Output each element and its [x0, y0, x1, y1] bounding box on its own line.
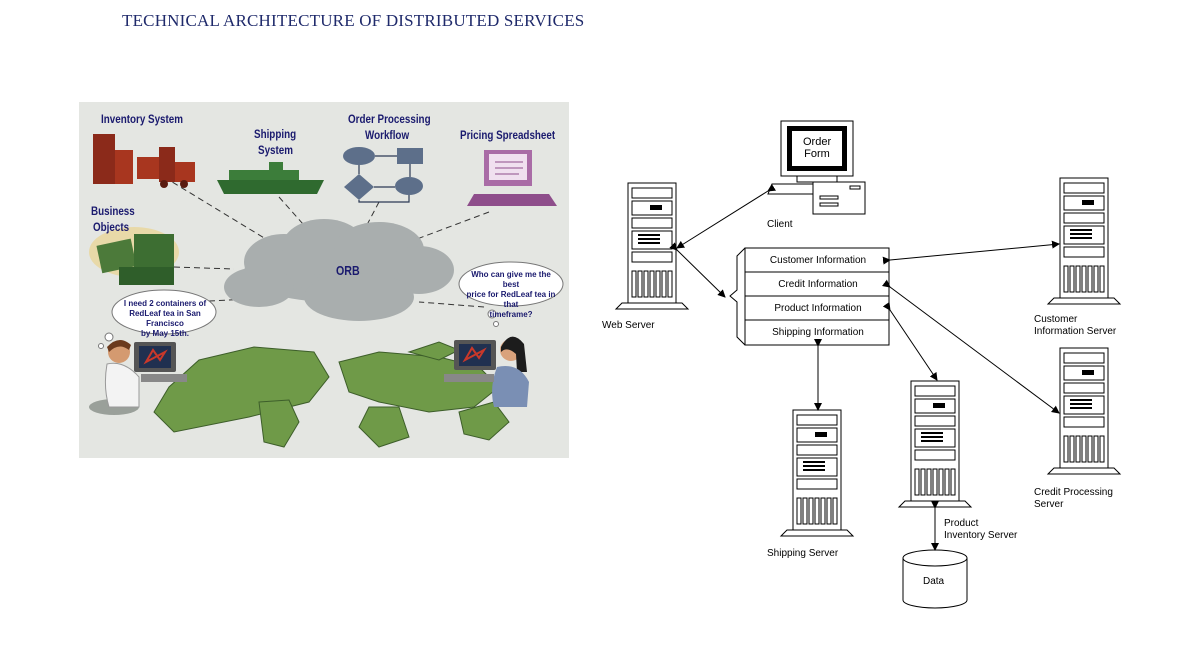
customer-server-label: Customer Information Server	[1034, 314, 1116, 338]
page-title: TECHNICAL ARCHITECTURE OF DISTRIBUTED SE…	[122, 11, 585, 30]
product-server-tower	[898, 380, 972, 508]
left-bubble-line: I need 2 containers of	[123, 299, 207, 308]
shipping-system-label-1: Shipping	[254, 127, 297, 141]
orb-illustration: Inventory System Shipping System Order P…	[79, 102, 569, 458]
business-objects-label-2: Objects	[93, 220, 130, 234]
right-bubble-line: price for RedLeaf tea in that	[466, 290, 556, 309]
customer-server-line: Customer	[1034, 314, 1078, 325]
left-bubble-line: by May 15th.	[140, 329, 189, 338]
orb-cloud	[224, 219, 454, 321]
credit-server-label: Credit Processing Server	[1034, 487, 1113, 511]
business-objects-label-1: Business	[91, 204, 135, 218]
speech-bubble-right	[458, 261, 564, 327]
client-computer	[767, 120, 866, 215]
product-server-line: Inventory Server	[944, 530, 1018, 541]
information-services-box	[729, 247, 890, 346]
order-form-label: Order Form	[803, 136, 831, 160]
workflow-icon	[343, 147, 423, 203]
pricing-computer-icon	[467, 150, 557, 206]
credit-server-tower	[1047, 347, 1121, 475]
customer-information-row: Customer Information	[769, 254, 867, 266]
left-bubble-line: RedLeaf tea in San Francisco	[129, 309, 201, 328]
credit-information-row: Credit Information	[778, 278, 858, 290]
client-label: Client	[767, 219, 793, 230]
product-information-row: Product Information	[774, 302, 862, 314]
customer-server-tower	[1047, 177, 1121, 305]
right-bubble-text: Who can give me the best price for RedLe…	[463, 270, 559, 320]
ship-icon	[217, 162, 324, 194]
order-form-line: Form	[804, 148, 830, 160]
shipping-server-tower	[780, 409, 854, 537]
speech-bubble-left	[98, 289, 217, 349]
credit-server-line: Server	[1034, 499, 1064, 510]
shipping-information-row: Shipping Information	[772, 326, 864, 338]
credit-server-line: Credit Processing	[1034, 487, 1113, 498]
diagram-connectors	[669, 183, 1060, 551]
order-processing-label-1: Order Processing	[348, 112, 431, 126]
orb-label: ORB	[336, 263, 360, 278]
shipping-system-label-2: System	[258, 143, 294, 157]
right-person	[444, 336, 529, 407]
order-processing-label-2: Workflow	[365, 128, 410, 142]
customer-server-line: Information Server	[1034, 326, 1117, 337]
right-bubble-line: timeframe?	[489, 310, 533, 319]
web-server-label: Web Server	[602, 320, 655, 331]
web-server-tower	[615, 182, 689, 310]
left-person	[89, 339, 187, 415]
inventory-system-label: Inventory System	[101, 112, 184, 126]
orb-illustration-art	[89, 134, 564, 448]
data-cylinder	[902, 549, 968, 609]
left-bubble-text: I need 2 containers of RedLeaf tea in Sa…	[117, 299, 213, 339]
product-server-line: Product	[944, 518, 979, 529]
shipping-server-label: Shipping Server	[767, 548, 839, 559]
right-bubble-line: Who can give me the best	[471, 270, 551, 289]
business-objects-icon	[89, 227, 179, 285]
order-form-line: Order	[803, 136, 832, 148]
pricing-spreadsheet-label: Pricing Spreadsheet	[460, 128, 556, 142]
product-server-label: Product Inventory Server	[944, 518, 1017, 542]
data-label: Data	[923, 576, 945, 587]
inventory-icon	[93, 134, 195, 188]
